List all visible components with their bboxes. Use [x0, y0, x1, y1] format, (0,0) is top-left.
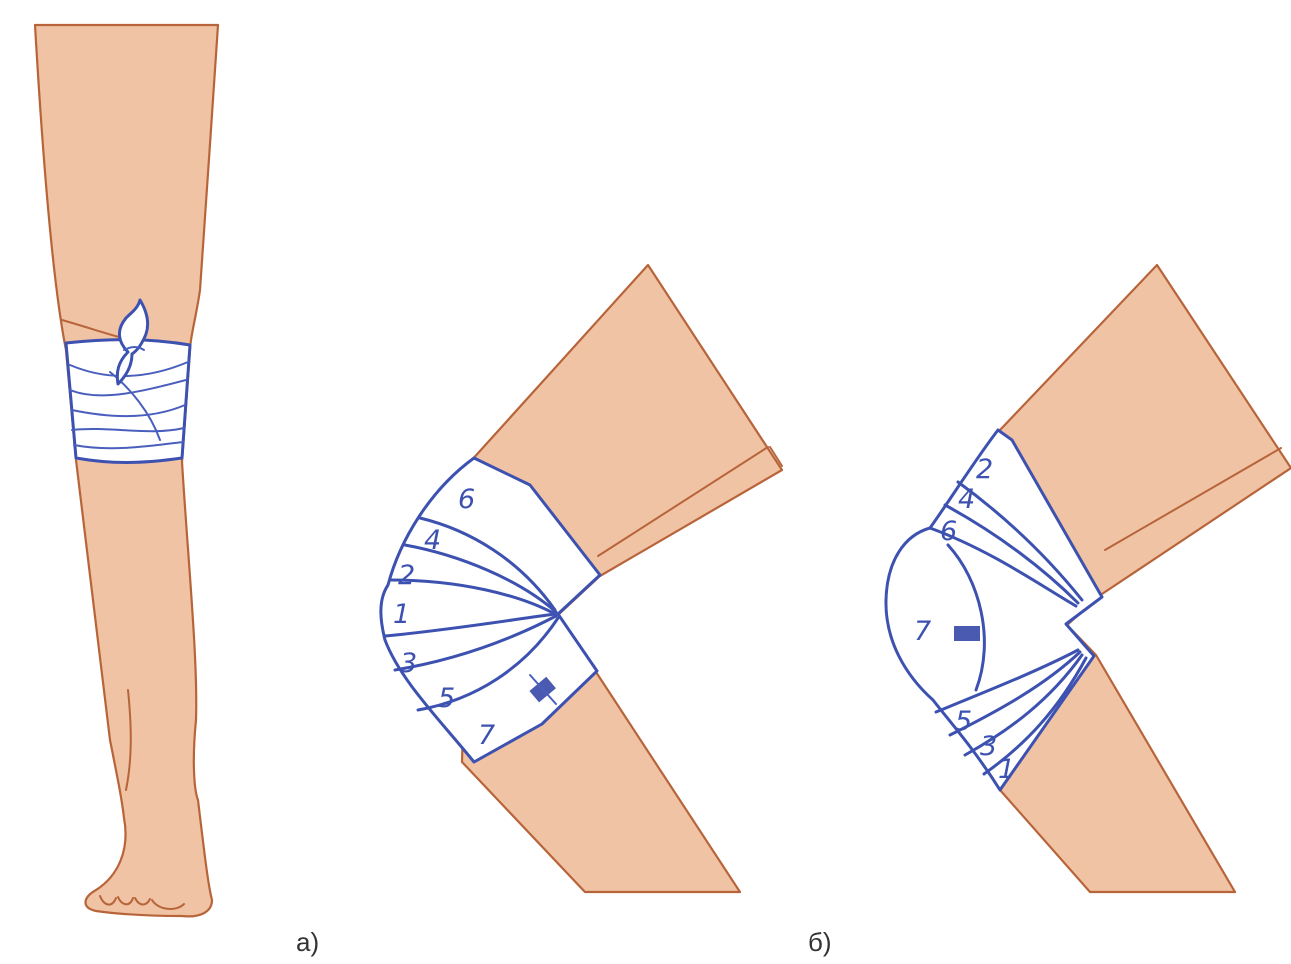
turn-number: 5 [955, 706, 972, 737]
turn-number: 7 [914, 616, 931, 647]
full-leg-figure [35, 25, 218, 916]
turn-number: 4 [424, 525, 441, 556]
turn-number: 3 [980, 731, 997, 762]
panel-label-b: б) [808, 927, 832, 957]
panel-label-a: а) [296, 927, 319, 957]
turn-number: 4 [958, 484, 975, 515]
bent-knee-a: 6 4 2 1 3 5 7 [381, 265, 782, 892]
turn-number: 1 [998, 754, 1015, 785]
turn-number: 2 [976, 454, 993, 485]
turn-number: 1 [393, 599, 410, 630]
bandage-clip [954, 626, 980, 641]
turn-number: 6 [458, 484, 475, 515]
turn-number: 2 [398, 560, 415, 591]
bent-knee-b: 2 4 6 7 5 3 1 [886, 265, 1291, 892]
turn-number: 3 [400, 648, 417, 679]
turn-number: 7 [478, 720, 495, 751]
turn-number: 5 [438, 683, 455, 714]
turn-number: 6 [940, 516, 957, 547]
